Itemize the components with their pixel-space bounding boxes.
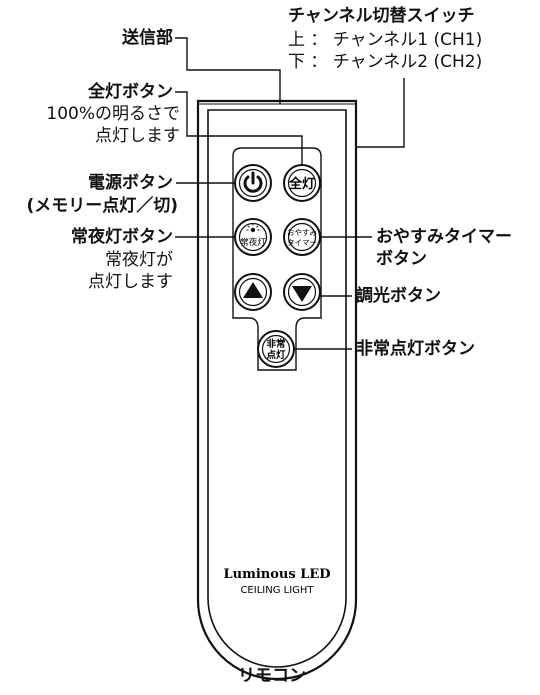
night-light-button[interactable]: 常夜灯 [234,218,272,256]
leader-transmitter [175,37,281,104]
power-button[interactable] [234,164,272,202]
caption: リモコン [238,666,306,686]
night-light-button-label: 常夜灯 [240,237,266,248]
emergency-label: 非常点灯ボタン [356,339,475,359]
full-light-button[interactable]: 全灯 [283,164,321,202]
power-sub-label: (メモリー点灯／切) [26,196,178,216]
leader-channel-switch [356,78,405,148]
power-label: 電源ボタン [88,173,173,193]
sleep-timer-button[interactable]: おやすみ タイマー [283,218,321,256]
channel-up-label: 上 ： チャンネル1 (CH1) [288,30,483,50]
triangle-down-icon [292,286,312,302]
brand-name: Luminous LED [223,567,330,582]
emergency-button-label-1: 非常 [266,338,285,350]
channel-down-label: 下 ： チャンネル2 (CH2) [288,52,483,72]
triangle-up-icon [243,282,263,298]
remote-inner-outline [207,109,347,668]
night-light-desc-2: 点灯します [88,272,173,292]
emergency-button-label-2: 点灯 [266,349,286,361]
model-name: CEILING LIGHT [240,585,314,596]
sun-icon [246,223,260,233]
sleep-timer-label-1: おやすみタイマー [376,227,512,247]
button-bezel [232,147,322,371]
night-light-desc-1: 常夜灯が [105,250,173,270]
full-light-desc-2: 点灯します [95,126,180,146]
leader-full-light [175,91,303,165]
full-light-desc-1: 100%の明るさで [46,104,180,124]
transmitter-label: 送信部 [122,28,173,48]
dim-down-button[interactable] [283,273,321,311]
leader-lines [175,37,405,350]
sleep-timer-button-label-2: タイマー [287,238,317,247]
channel-switch-label: チャンネル切替スイッチ [288,6,475,26]
emergency-light-button[interactable]: 非常 点灯 [257,330,295,368]
full-light-button-label: 全灯 [288,176,315,192]
dim-up-button[interactable] [234,273,272,311]
sleep-timer-button-label-1: おやすみ [287,228,317,237]
night-light-label: 常夜灯ボタン [71,227,173,247]
power-icon [243,171,263,193]
full-light-label: 全灯ボタン [88,82,173,102]
sleep-timer-label-2: ボタン [376,249,427,269]
dimming-label: 調光ボタン [356,286,441,306]
